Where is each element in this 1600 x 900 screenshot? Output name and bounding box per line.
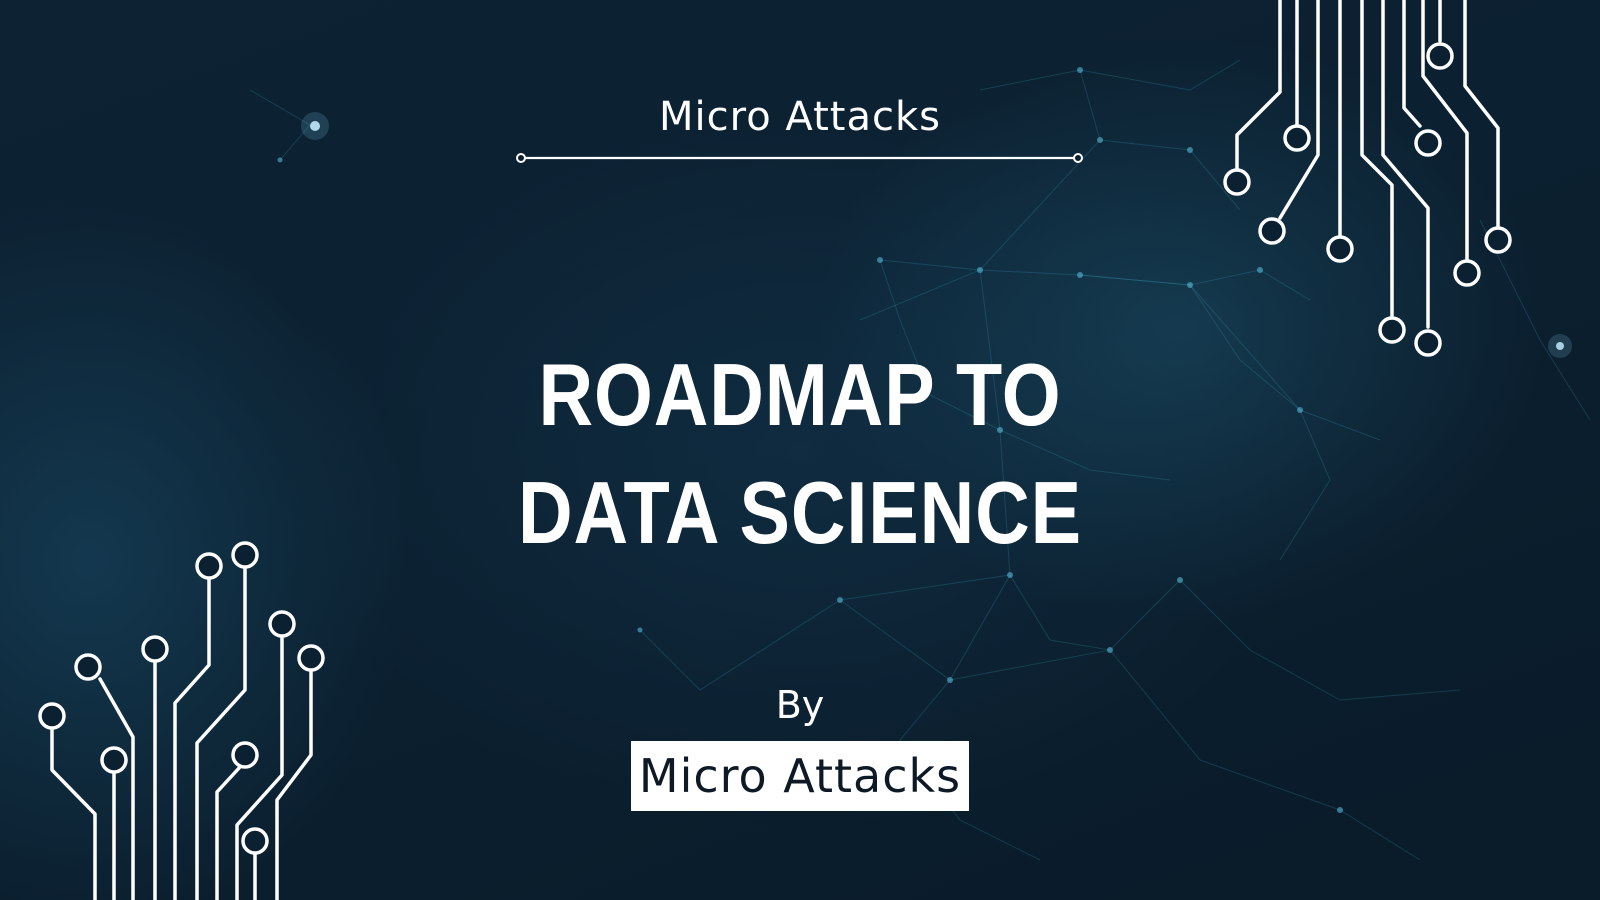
top-title: Micro Attacks xyxy=(659,94,941,140)
headline-line-2: DATA SCIENCE xyxy=(518,463,1082,562)
by-label: By xyxy=(775,683,825,727)
author-badge-wrapper: Micro Attacks xyxy=(0,741,1600,811)
headline-line-1: ROADMAP TO xyxy=(538,345,1062,444)
author-badge: Micro Attacks xyxy=(630,741,970,811)
headline: ROADMAP TO DATA SCIENCE xyxy=(112,336,1488,572)
